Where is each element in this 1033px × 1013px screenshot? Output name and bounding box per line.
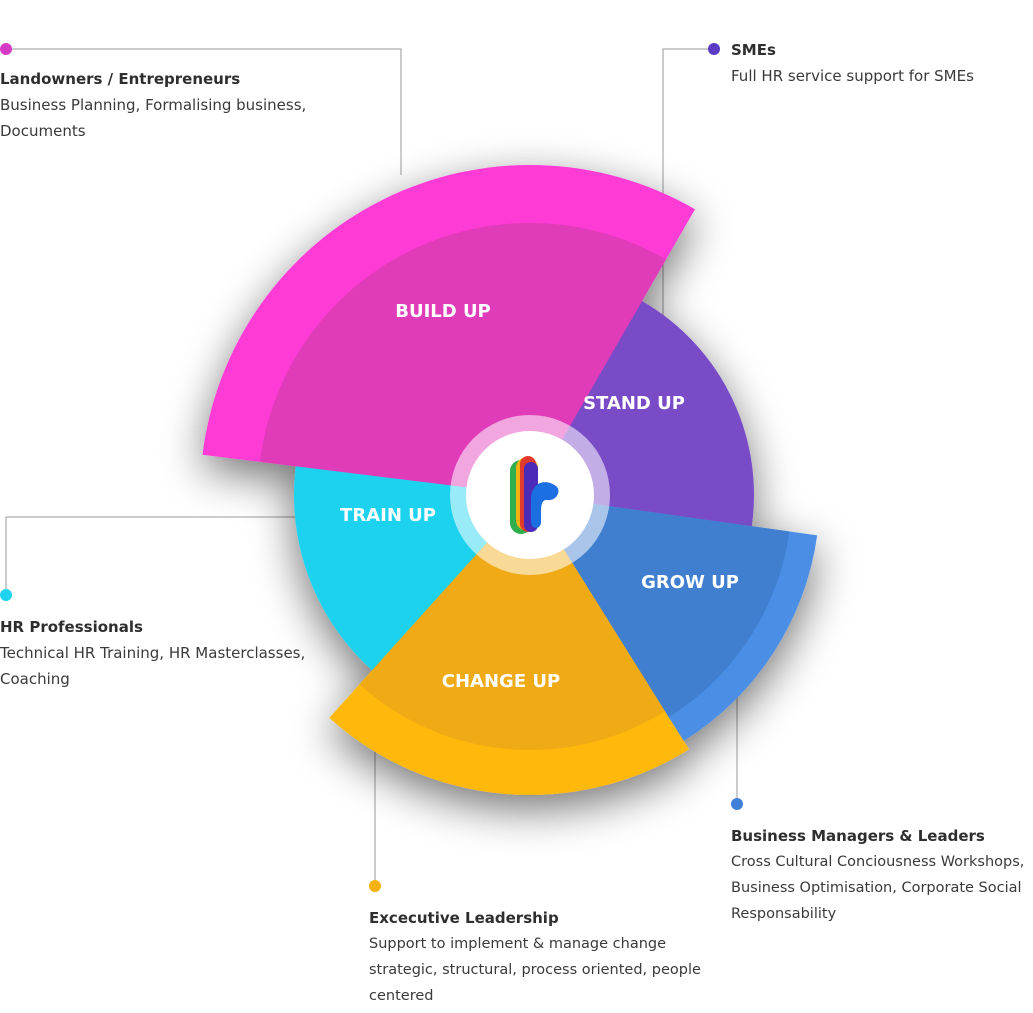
wheel (202, 165, 818, 795)
dot-landowners (0, 43, 12, 55)
segment-inner-change (359, 495, 666, 751)
dot-smes (708, 43, 720, 55)
segment-inner-grow (530, 495, 790, 718)
segment-label-stand-up: STAND UP (583, 393, 685, 414)
connector-smes (662, 48, 714, 318)
callout-executive-leadership: Excecutive Leadership Support to impleme… (369, 905, 719, 1009)
callout-business-managers: Business Managers & Leaders Cross Cultur… (731, 823, 1031, 927)
center-hub (450, 415, 610, 575)
connector-landowners (6, 48, 402, 175)
callout-description: Support to implement & manage change str… (369, 936, 701, 1004)
connector-hr (5, 516, 296, 595)
callout-description: Business Planning, Formalising business,… (0, 96, 307, 140)
dot-executive-leadership (369, 880, 381, 892)
callout-title: HR Professionals (0, 618, 143, 636)
dot-hr-professionals (0, 589, 12, 601)
segment-label-grow-up: GROW UP (641, 572, 739, 593)
callout-title: Landowners / Entrepreneurs (0, 70, 241, 88)
callout-description: Technical HR Training, HR Masterclasses,… (0, 644, 306, 688)
callout-landowners: Landowners / Entrepreneurs Business Plan… (0, 66, 330, 144)
callout-description: Cross Cultural Conciousness Workshops, B… (731, 854, 1025, 922)
segment-label-train-up: TRAIN UP (340, 505, 436, 526)
callout-description: Full HR service support for SMEs (731, 67, 974, 85)
callout-smes: SMEs Full HR service support for SMEs (731, 37, 1031, 89)
callout-title: Excecutive Leadership (369, 909, 559, 927)
dot-business-managers (731, 798, 743, 810)
segment-label-build-up: BUILD UP (395, 301, 491, 322)
segment-label-change-up: CHANGE UP (442, 671, 560, 692)
callout-title: Business Managers & Leaders (731, 827, 985, 845)
callout-hr-professionals: HR Professionals Technical HR Training, … (0, 614, 330, 692)
company-logo-icon (510, 456, 559, 534)
callout-title: SMEs (731, 41, 776, 59)
